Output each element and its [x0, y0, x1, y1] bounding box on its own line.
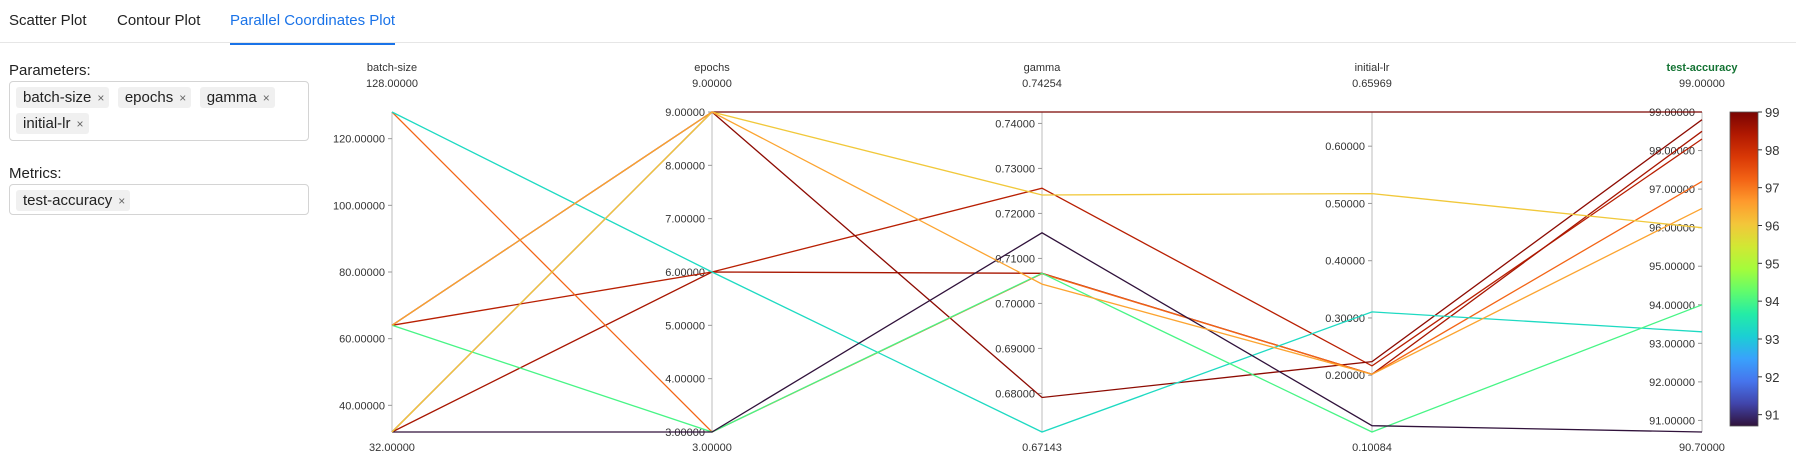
data-line[interactable]	[391, 138, 1703, 367]
axis-batch-size[interactable]: batch-size 128.00000 32.00000 40.00000 60.00…	[333, 62, 418, 454]
colorbar-tick-label: 98	[1765, 143, 1779, 158]
plot-type-tabs: Scatter Plot Contour Plot Parallel Coord…	[0, 0, 1796, 45]
colorbar-tick-label: 91	[1765, 408, 1779, 423]
axis-title: batch-size	[367, 62, 417, 74]
axis-tick-label: 0.69000	[995, 343, 1035, 355]
metrics-label: Metrics:	[9, 165, 62, 182]
axis-tick-label: 0.71000	[995, 253, 1035, 265]
data-line[interactable]	[391, 130, 1703, 433]
data-line[interactable]	[392, 232, 1703, 433]
data-line[interactable]	[391, 111, 1703, 375]
axis-initial-lr[interactable]: initial-lr 0.65969 0.10084 0.20000 0.30000 0.…	[1325, 62, 1392, 454]
axis-tick-label: 0.70000	[995, 298, 1035, 310]
data-line[interactable]	[391, 111, 1703, 433]
axis-tick-label: 0.20000	[1325, 370, 1365, 382]
axis-max-label: 9.00000	[692, 78, 732, 90]
axis-tick-label: 0.30000	[1325, 313, 1365, 325]
tab-scatter-plot[interactable]: Scatter Plot	[9, 12, 87, 29]
colorbar-tick-label: 97	[1765, 181, 1779, 196]
axis-tick-label: 0.60000	[1325, 141, 1365, 153]
axis-tick-label: 99.00000	[1649, 107, 1695, 119]
parameter-chip-epochs: epochs ×	[117, 87, 192, 108]
axis-test-accuracy[interactable]: test-accuracy 99.00000 90.70000 91.00000 92.…	[1649, 62, 1738, 454]
remove-chip-icon[interactable]: ×	[179, 90, 187, 105]
axis-epochs[interactable]: epochs 9.00000 3.00000 3.00000 4.00000 5.0000…	[665, 62, 732, 454]
parameter-chip-initial-lr: initial-lr ×	[16, 113, 89, 134]
axis-tick-label: 8.00000	[665, 160, 705, 172]
axis-max-label: 0.65969	[1352, 78, 1392, 90]
parameter-chip-gamma: gamma ×	[199, 87, 275, 108]
metric-chip-test-accuracy: test-accuracy ×	[16, 190, 131, 211]
axis-title: initial-lr	[1355, 62, 1390, 74]
axis-title: test-accuracy	[1667, 62, 1739, 74]
axis-tick-label: 0.73000	[995, 163, 1035, 175]
remove-chip-icon[interactable]: ×	[76, 116, 84, 131]
axis-tick-label: 120.00000	[333, 134, 385, 146]
data-line[interactable]	[391, 111, 1703, 433]
axis-tick-label: 7.00000	[665, 214, 705, 226]
axis-tick-label: 4.00000	[665, 374, 705, 386]
remove-chip-icon[interactable]: ×	[118, 193, 126, 208]
axis-max-label: 0.74254	[1022, 78, 1062, 90]
parameters-label: Parameters:	[9, 62, 91, 79]
tab-contour-plot[interactable]: Contour Plot	[117, 12, 201, 29]
colorbar-tick-label: 95	[1765, 256, 1779, 271]
axis-tick-label: 98.00000	[1649, 146, 1695, 158]
axis-max-label: 128.00000	[366, 78, 418, 90]
axis-tick-label: 6.00000	[665, 267, 705, 279]
axis-tick-label: 93.00000	[1649, 338, 1695, 350]
axis-title: gamma	[1024, 62, 1062, 74]
metrics-selector[interactable]: test-accuracy ×	[9, 184, 309, 215]
data-line[interactable]	[391, 111, 1703, 433]
axis-tick-label: 40.00000	[339, 400, 385, 412]
data-line[interactable]	[391, 111, 1703, 433]
axis-tick-label: 0.68000	[995, 388, 1035, 400]
axis-tick-label: 60.00000	[339, 334, 385, 346]
axis-tick-label: 0.74000	[995, 118, 1035, 130]
axis-max-label: 99.00000	[1679, 78, 1725, 90]
axis-tick-label: 0.50000	[1325, 198, 1365, 210]
axis-tick-label: 94.00000	[1649, 300, 1695, 312]
colorbar-gradient	[1729, 111, 1759, 427]
data-lines	[391, 111, 1703, 433]
tab-parallel-coordinates-plot[interactable]: Parallel Coordinates Plot	[230, 12, 396, 45]
parallel-coordinates-chart: batch-size 128.00000 32.00000 40.00000 60.00…	[333, 62, 1779, 454]
axis-tick-label: 92.00000	[1649, 377, 1695, 389]
axis-tick-label: 9.00000	[665, 107, 705, 119]
axis-tick-label: 100.00000	[333, 200, 385, 212]
axis-title: epochs	[694, 62, 730, 74]
axis-gamma[interactable]: gamma 0.74254 0.67143 0.68000 0.69000 0.70000…	[995, 62, 1062, 454]
colorbar-tick-label: 99	[1765, 105, 1779, 120]
data-line[interactable]	[391, 111, 1702, 326]
axis-tick-label: 3.00000	[665, 427, 705, 439]
axis-min-label: 90.70000	[1679, 442, 1725, 454]
remove-chip-icon[interactable]: ×	[262, 90, 270, 105]
parameter-chip-batch-size: batch-size ×	[16, 87, 110, 108]
colorbar: 91 92 93 94 95 96 97 98 99	[1729, 105, 1779, 427]
colorbar-tick-label: 96	[1765, 218, 1779, 233]
colorbar-tick-label: 92	[1765, 370, 1779, 385]
axis-tick-label: 97.00000	[1649, 184, 1695, 196]
axis-tick-label: 91.00000	[1649, 415, 1695, 427]
axis-min-label: 32.00000	[369, 442, 415, 454]
axis-tick-label: 80.00000	[339, 267, 385, 279]
axis-tick-label: 95.00000	[1649, 261, 1695, 273]
colorbar-tick-label: 94	[1765, 294, 1779, 309]
axis-tick-label: 0.40000	[1325, 256, 1365, 268]
axis-min-label: 0.10084	[1352, 442, 1392, 454]
data-line[interactable]	[391, 272, 1703, 433]
axis-min-label: 0.67143	[1022, 442, 1062, 454]
axis-tick-label: 0.72000	[995, 208, 1035, 220]
parameters-selector[interactable]: batch-size × epochs × gamma × initial-lr…	[9, 81, 309, 141]
remove-chip-icon[interactable]: ×	[97, 90, 105, 105]
axis-min-label: 3.00000	[692, 442, 732, 454]
axis-tick-label: 5.00000	[665, 320, 705, 332]
colorbar-tick-label: 93	[1765, 332, 1779, 347]
